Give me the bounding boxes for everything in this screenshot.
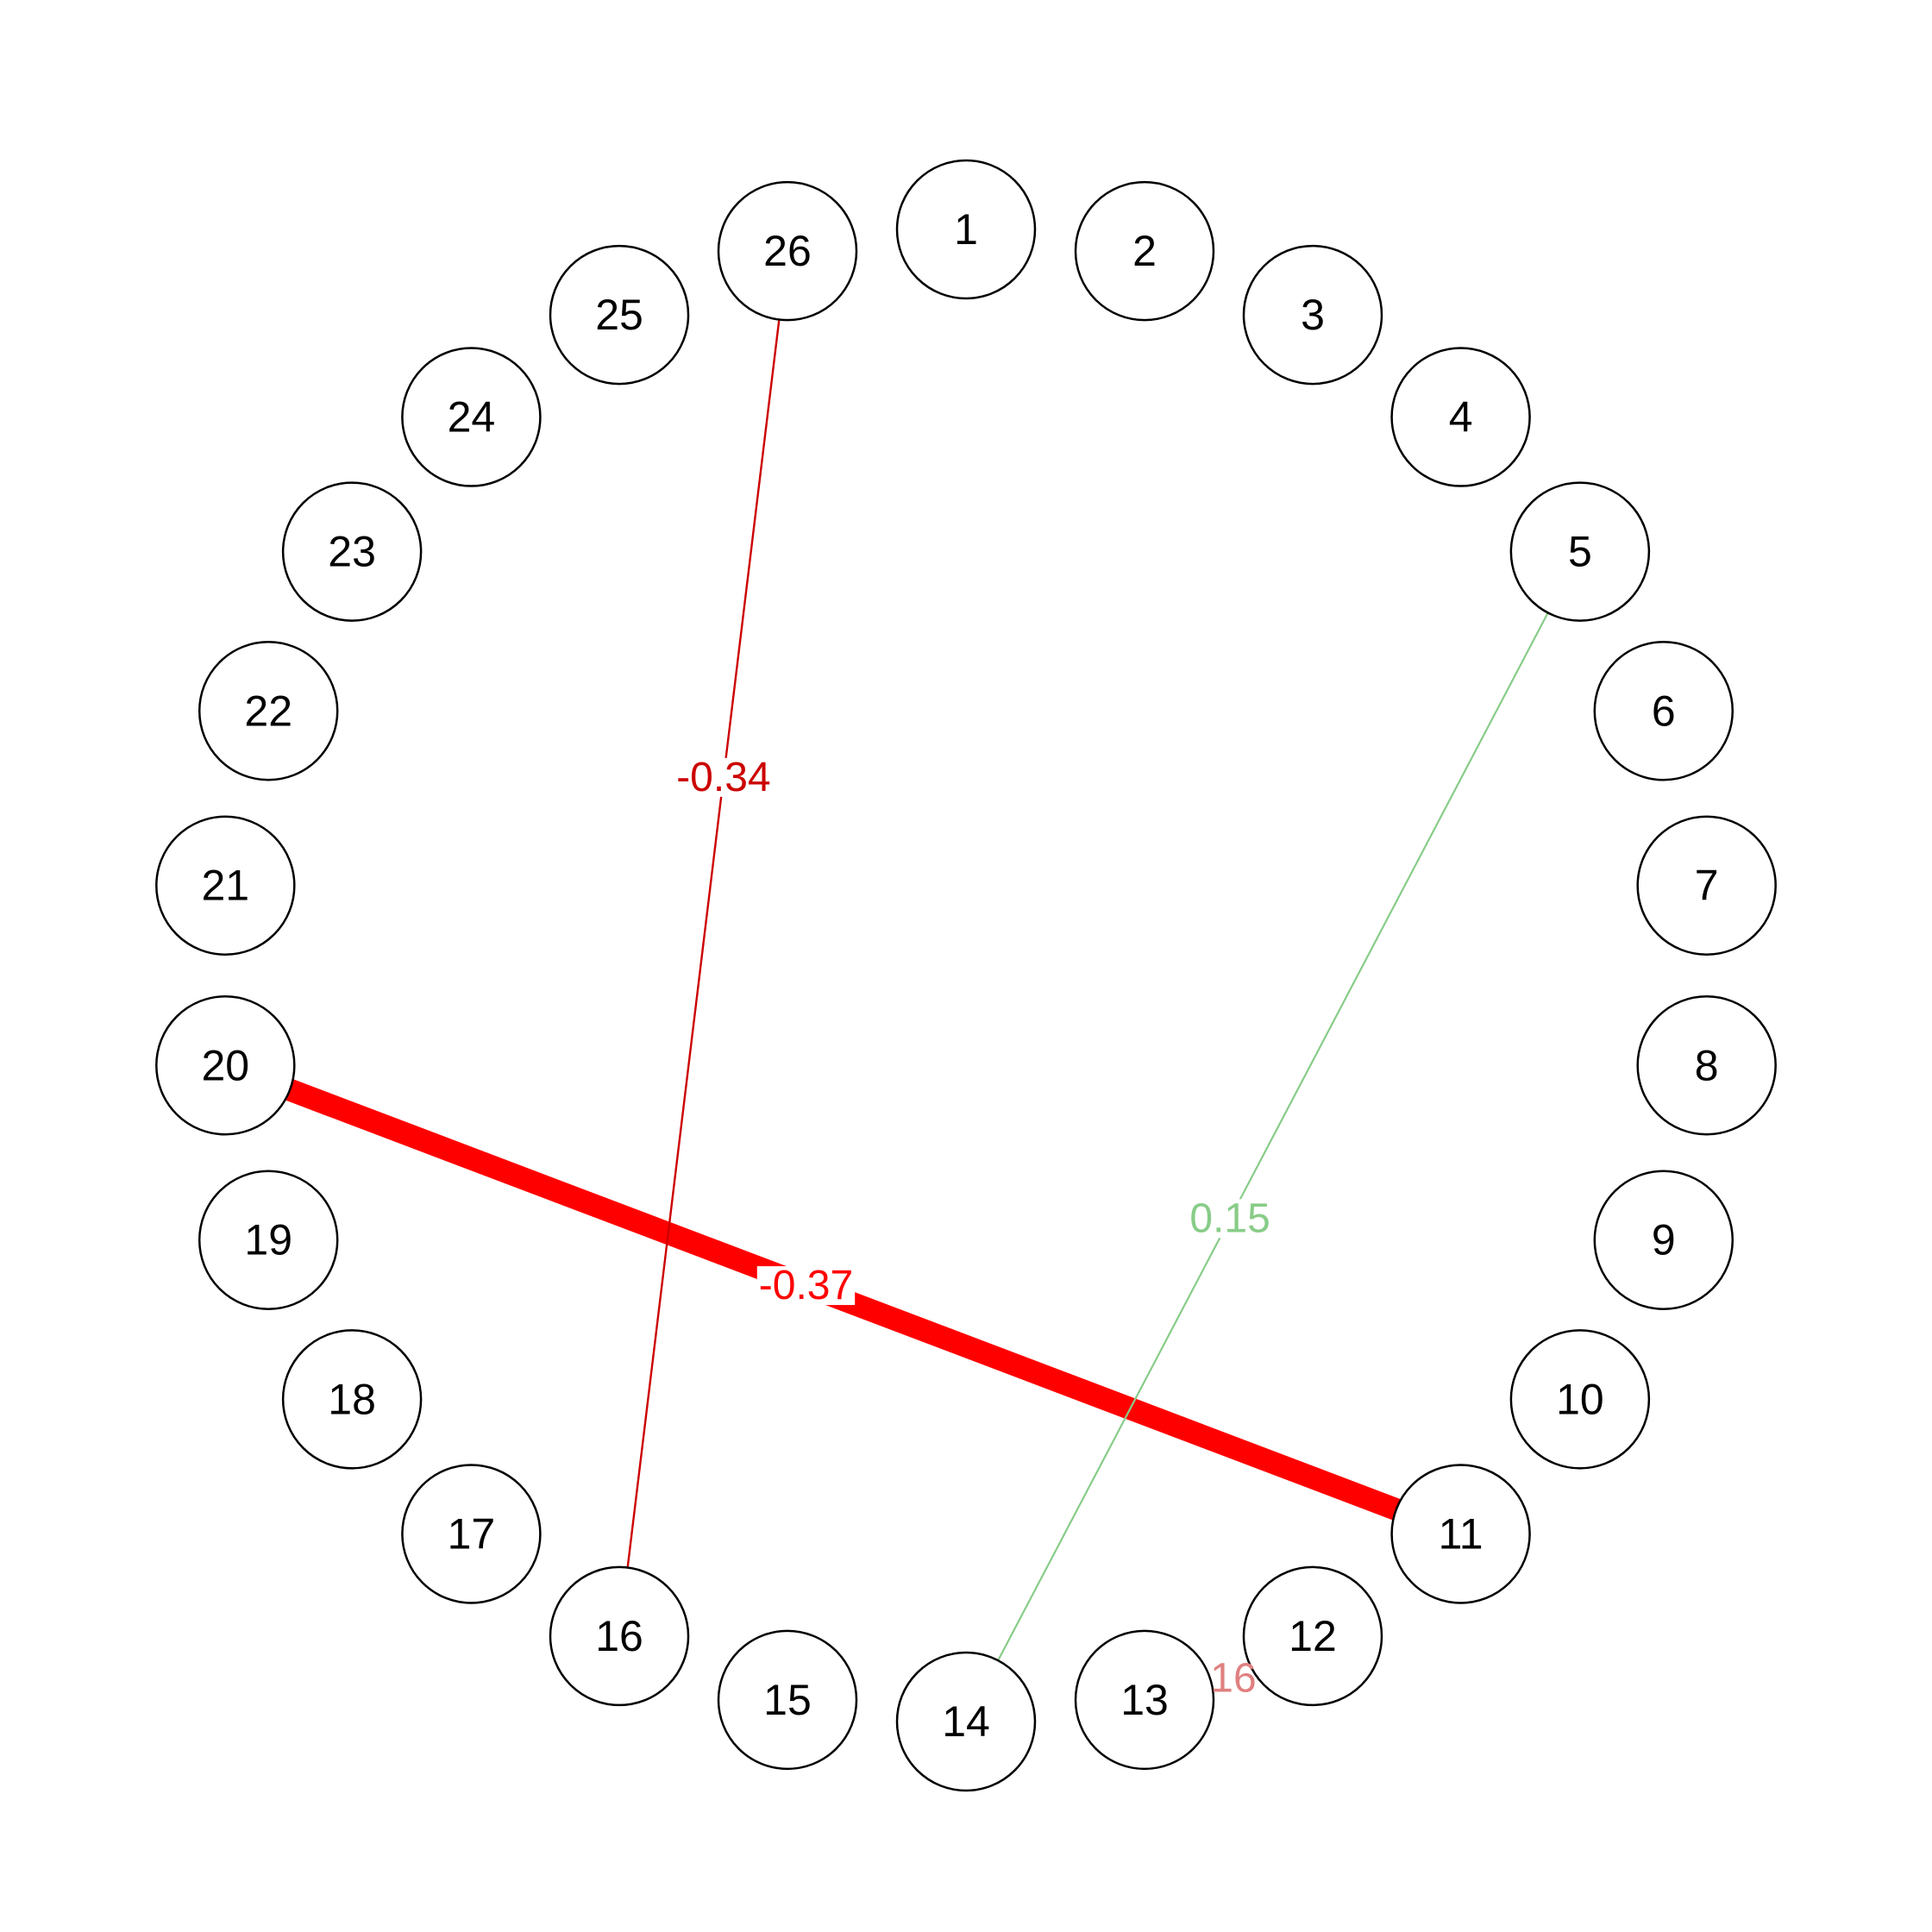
node-18: 18: [281, 1329, 423, 1470]
node-21: 21: [155, 815, 296, 956]
node-circle: [281, 481, 423, 622]
node-circle: [1636, 815, 1777, 956]
node-circle: [1074, 180, 1215, 322]
node-15: 15: [717, 1629, 858, 1771]
node-11: 11: [1390, 1464, 1531, 1604]
node-7: 7: [1636, 815, 1777, 956]
edges-layer: [285, 319, 1549, 1661]
node-label: 26: [763, 227, 812, 275]
node-12: 12: [1242, 1565, 1383, 1707]
node-label: 19: [244, 1216, 292, 1264]
node-25: 25: [549, 244, 690, 386]
edge-label-20-11: -0.37: [759, 1263, 853, 1308]
node-1: 1: [895, 159, 1037, 300]
node-14: 14: [895, 1651, 1037, 1792]
node-circle: [1509, 1329, 1651, 1470]
node-label: 6: [1652, 687, 1676, 735]
node-22: 22: [198, 641, 339, 781]
node-circle: [155, 995, 296, 1136]
node-4: 4: [1390, 347, 1531, 487]
node-label: 17: [448, 1509, 496, 1558]
node-circle: [155, 815, 296, 956]
node-16: 16: [549, 1565, 690, 1707]
node-20: 20: [155, 995, 296, 1136]
node-circle: [1242, 244, 1383, 386]
node-circle: [895, 1651, 1037, 1792]
node-circle: [549, 244, 690, 386]
edge-label-26-16: -0.34: [676, 755, 770, 800]
node-label: 5: [1568, 528, 1592, 576]
node-circle: [281, 1329, 423, 1470]
edge-label-background: [1188, 1199, 1272, 1239]
node-circle: [401, 1464, 542, 1604]
node-circle: [1593, 641, 1734, 781]
node-circle: [717, 1629, 858, 1771]
partial-edge-label: 16: [1210, 1656, 1256, 1702]
node-label: 7: [1695, 862, 1719, 910]
node-circle: [1390, 347, 1531, 487]
node-label: 11: [1439, 1509, 1484, 1558]
node-circle: [1074, 1629, 1215, 1771]
node-label: 24: [448, 393, 496, 442]
node-label: 16: [595, 1612, 643, 1660]
node-5: 5: [1509, 481, 1651, 622]
node-circle: [895, 159, 1037, 300]
edge-label-5-14: 0.15: [1189, 1195, 1270, 1241]
edge-26-16: [626, 319, 781, 1568]
node-label: 23: [328, 528, 376, 576]
node-circle: [198, 641, 339, 781]
edge-label-background: [674, 757, 773, 797]
node-circle: [1593, 1170, 1734, 1310]
node-label: 9: [1652, 1216, 1676, 1264]
node-label: 22: [244, 687, 292, 735]
node-24: 24: [401, 347, 542, 487]
node-label: 18: [328, 1375, 376, 1423]
node-9: 9: [1593, 1170, 1734, 1310]
node-6: 6: [1593, 641, 1734, 781]
node-label: 8: [1695, 1041, 1719, 1089]
node-label: 21: [201, 862, 249, 910]
node-label: 10: [1556, 1375, 1604, 1423]
node-circle: [401, 347, 542, 487]
node-2: 2: [1074, 180, 1215, 322]
node-circle: [1636, 995, 1777, 1136]
node-circle: [549, 1565, 690, 1707]
edge-labels-layer: -0.37 -0.34 0.15: [674, 755, 1272, 1308]
node-label: 3: [1301, 291, 1325, 339]
node-13: 13: [1074, 1629, 1215, 1771]
node-label: 4: [1449, 393, 1473, 442]
node-26: 26: [717, 180, 858, 322]
node-circle: [1390, 1464, 1531, 1604]
node-label: 13: [1120, 1676, 1169, 1724]
node-10: 10: [1509, 1329, 1651, 1470]
node-circle: [717, 180, 858, 322]
node-3: 3: [1242, 244, 1383, 386]
edge-label-background: [756, 1266, 856, 1306]
node-label: 12: [1289, 1612, 1337, 1660]
node-circle: [198, 1170, 339, 1310]
node-circle: [1242, 1565, 1383, 1707]
node-label: 2: [1132, 227, 1157, 275]
node-circle: [1509, 481, 1651, 622]
node-17: 17: [401, 1464, 542, 1604]
node-label: 14: [942, 1697, 990, 1746]
node-label: 1: [954, 205, 978, 254]
node-label: 20: [201, 1041, 249, 1089]
node-label: 25: [595, 291, 643, 339]
node-19: 19: [198, 1170, 339, 1310]
node-23: 23: [281, 481, 423, 622]
edge-5-14: [997, 612, 1549, 1661]
node-label: 15: [763, 1676, 812, 1724]
node-8: 8: [1636, 995, 1777, 1136]
